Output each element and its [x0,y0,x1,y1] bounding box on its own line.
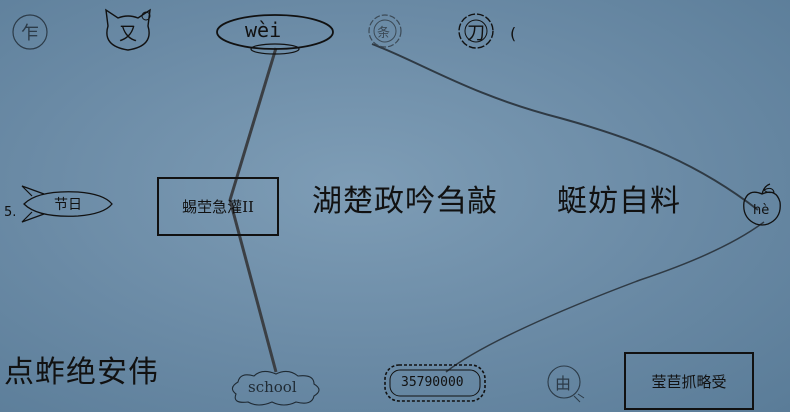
char-label: 又 [119,24,137,45]
flower-char-1[interactable]: 条 [364,10,406,52]
sentence-part-1: 湖楚政吟刍敲 [312,184,498,219]
flower-char-2[interactable]: 刀 ( [454,10,524,52]
cloud-word[interactable]: school [226,366,326,408]
item-number: 5. [4,205,17,220]
stamp-frame-icon [384,364,486,402]
char-label: 乍 [21,23,39,44]
circle-outline-icon [547,365,585,403]
apple-text: hè [753,203,770,218]
flower-icon [368,14,402,48]
answer-box-bottom-right[interactable]: 莹苣抓略受 [624,352,754,410]
char-label: 刀 [467,23,485,44]
bottom-left-phrase: 点蚱绝安伟 [4,355,159,390]
box-text: 莹苣抓略受 [651,372,727,391]
box-text: 蜴茔急灌II [182,198,254,216]
match-line-tiao-he [371,43,759,211]
rocket-label[interactable]: 节日 [18,182,116,226]
rocket-icon [21,185,113,223]
stamp-number[interactable]: 35790000 [382,362,488,404]
stamp-text: 35790000 [401,375,464,390]
cat-face-icon [105,8,151,51]
oval-plate-icon [216,14,334,55]
match-line-wei-school-2 [228,199,278,373]
cat-face-char[interactable]: 又 [100,6,156,54]
cloud-icon [231,370,320,406]
circle-outline-icon [12,14,48,50]
circle-char-1[interactable]: 乍 [10,12,50,52]
oval-pinyin[interactable]: wèi [213,12,337,56]
char-label: 条 [377,26,391,41]
sentence-part-2: 蜓妨自料 [557,184,681,219]
char-label: 由 [555,374,572,393]
flower-icon [458,13,494,49]
answer-box-left[interactable]: 蜴茔急灌II [157,177,279,236]
partial-char: ( [510,24,517,43]
pinyin-label: wèi [245,18,282,42]
rocket-text: 节日 [54,197,82,213]
apple-pinyin[interactable]: hè [738,182,786,230]
match-line-stamp-he [445,221,765,373]
circle-char-bottom[interactable]: 由 [544,362,588,406]
match-line-wei-school [228,47,278,201]
cloud-text: school [248,378,297,396]
apple-icon [743,183,781,226]
